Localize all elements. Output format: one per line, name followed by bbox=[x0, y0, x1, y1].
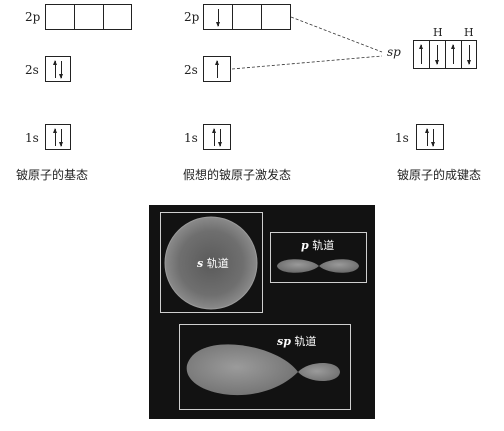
orbital-box-1s-excited bbox=[203, 124, 231, 150]
orbital-box-2p-ground bbox=[45, 4, 132, 30]
spin-up-arrow bbox=[425, 128, 429, 146]
label-1s-bonding: 1s bbox=[395, 131, 409, 145]
orbital-box-2s-excited bbox=[203, 56, 231, 82]
p-orbital-frame bbox=[270, 232, 367, 283]
spin-down-arrow bbox=[59, 61, 63, 79]
label-2s-excited: 2s bbox=[184, 63, 198, 77]
dash-line-from-2s bbox=[231, 55, 383, 70]
spin-up-arrow bbox=[215, 60, 219, 78]
orbital-cell bbox=[204, 5, 233, 29]
orbital-box-sp-bonding bbox=[413, 40, 477, 69]
label-1s-excited: 1s bbox=[184, 131, 198, 145]
dash-line-from-2p bbox=[290, 16, 383, 53]
caption-excited-state: 假想的铍原子激发态 bbox=[183, 168, 292, 182]
orbital-cell bbox=[462, 41, 478, 68]
spin-down-arrow bbox=[431, 129, 435, 147]
orbital-box-2s-ground bbox=[45, 56, 71, 82]
label-2p-excited: 2p bbox=[184, 10, 200, 24]
spin-up-arrow bbox=[53, 128, 57, 146]
sp-orbital-lobes bbox=[186, 344, 298, 396]
spin-up-arrow bbox=[419, 44, 423, 64]
hybridization-dash-lines bbox=[231, 16, 383, 70]
p-orbital-label: p 轨道 bbox=[301, 239, 335, 252]
orbital-cell bbox=[446, 41, 462, 68]
orbital-cell bbox=[233, 5, 262, 29]
s-orbital-label: s 轨道 bbox=[197, 257, 229, 270]
orbital-cell bbox=[75, 5, 104, 29]
orbital-box-1s-ground bbox=[45, 124, 71, 150]
spin-up-arrow bbox=[53, 60, 57, 78]
orbital-cell bbox=[430, 41, 446, 68]
label-1s-ground: 1s bbox=[25, 131, 39, 145]
label-2p-ground: 2p bbox=[25, 10, 41, 24]
label-sp-hybrid: sp bbox=[387, 45, 401, 59]
p-orbital-lobes bbox=[277, 259, 319, 273]
orbital-cell bbox=[46, 5, 75, 29]
label-h-left: H bbox=[433, 26, 443, 39]
label-2s-ground: 2s bbox=[25, 63, 39, 77]
spin-up-arrow bbox=[212, 128, 216, 146]
orbital-shapes-panel: s 轨道 p 轨道 sp 轨道 bbox=[149, 205, 375, 419]
spin-up-arrow bbox=[451, 44, 455, 64]
spin-down-arrow bbox=[467, 45, 471, 65]
caption-ground-state: 铍原子的基态 bbox=[16, 168, 89, 182]
caption-bonding-state: 铍原子的成键态 bbox=[397, 168, 482, 182]
label-h-right: H bbox=[464, 26, 474, 39]
orbital-box-1s-bonding bbox=[416, 124, 444, 150]
orbital-cell bbox=[414, 41, 430, 68]
spin-down-arrow bbox=[435, 45, 439, 65]
sp-orbital-frame bbox=[179, 324, 351, 410]
s-orbital-sphere bbox=[164, 216, 359, 396]
spin-down-arrow bbox=[59, 129, 63, 147]
spin-down-arrow bbox=[218, 129, 222, 147]
sp-orbital-label: sp 轨道 bbox=[277, 335, 317, 348]
orbital-box-2p-excited bbox=[203, 4, 291, 30]
s-orbital-frame bbox=[160, 212, 263, 313]
spin-down-arrow bbox=[216, 9, 220, 27]
